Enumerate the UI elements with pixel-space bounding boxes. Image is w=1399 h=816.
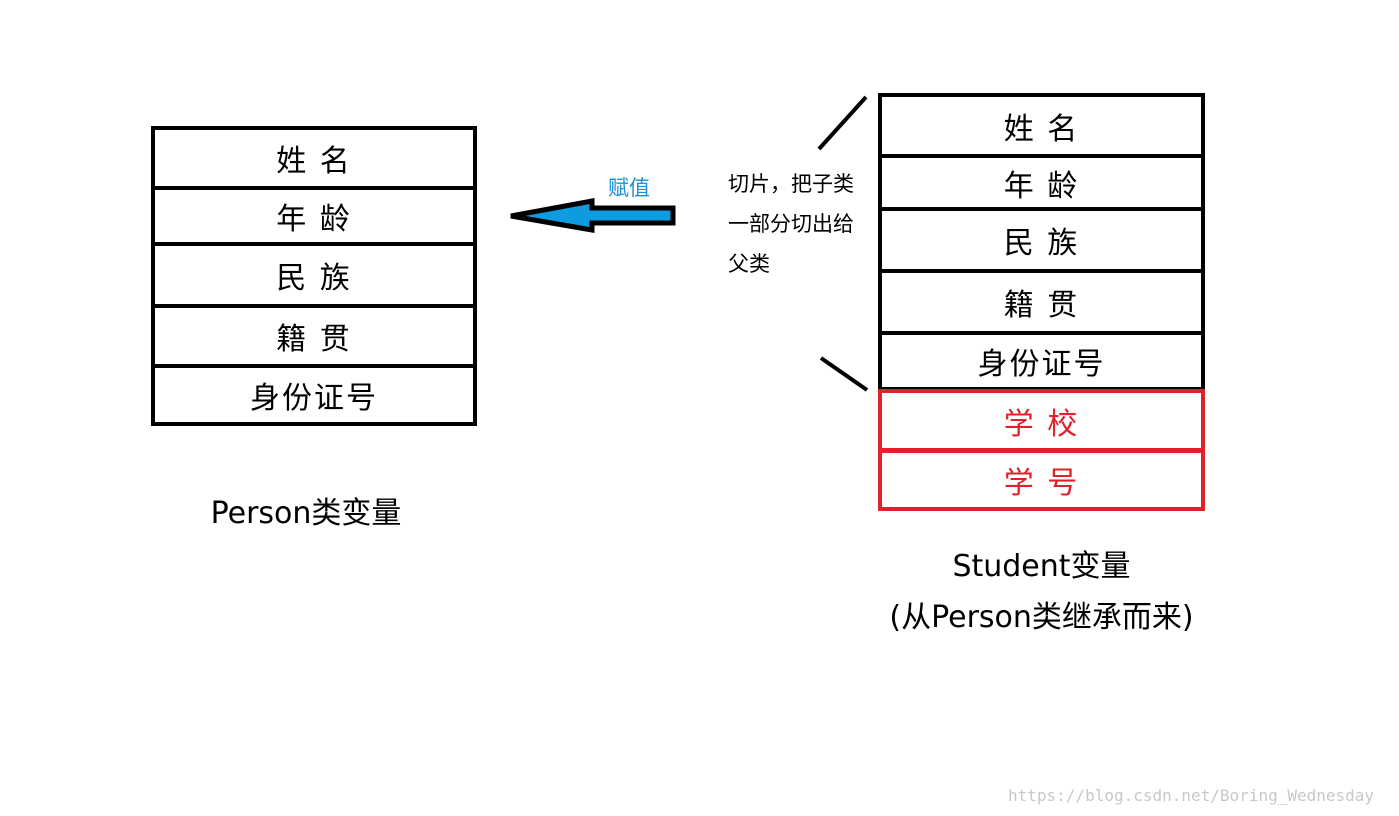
person-caption: Person类变量: [210, 496, 402, 531]
student-caption-line1: Student变量: [952, 549, 1131, 584]
watermark: https://blog.csdn.net/Boring_Wednesday: [1008, 786, 1375, 805]
person-field-id-number: 身份证号: [151, 364, 477, 426]
assign-arrow: [510, 197, 676, 233]
slice-note-line2: 一部分切出给: [728, 212, 854, 236]
slice-note-line3: 父类: [728, 252, 770, 276]
slice-note: 切片，把子类 一部分切出给 父类: [728, 164, 854, 284]
slice-note-line1: 切片，把子类: [728, 172, 854, 196]
person-table: 姓 名 年 龄 民 族 籍 贯 身份证号: [151, 126, 477, 426]
assign-label: 赋值: [608, 176, 650, 200]
slice-line-bottom: [819, 356, 869, 392]
student-field-student-number: 学 号: [878, 449, 1205, 511]
student-table: 姓 名 年 龄 民 族 籍 贯 身份证号 学 校 学 号: [878, 93, 1205, 511]
student-field-ethnicity: 民 族: [878, 207, 1205, 273]
student-caption-line2: (从Person类继承而来): [889, 600, 1194, 635]
slice-line-top: [817, 95, 868, 151]
